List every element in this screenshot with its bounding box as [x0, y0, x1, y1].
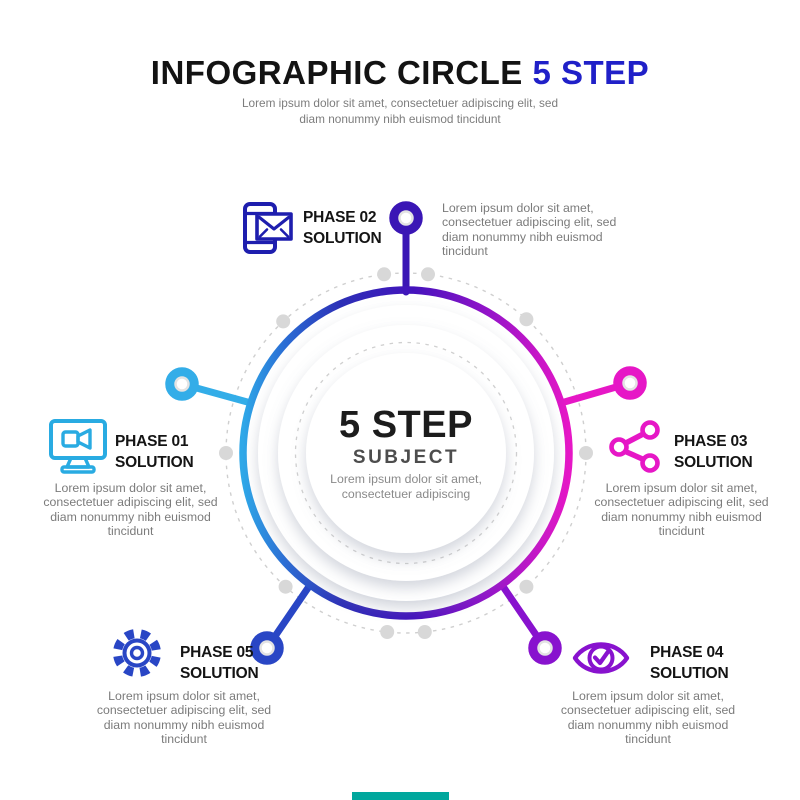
page-subtitle: Lorem ipsum dolor sit amet, consectetuer… — [241, 96, 559, 126]
page-title: INFOGRAPHIC CIRCLE 5 STEP — [0, 52, 800, 94]
node-phase-02 — [389, 201, 423, 235]
phase-01-label: PHASE 01 SOLUTION — [115, 431, 194, 473]
center-description: Lorem ipsum dolor sit amet, consectetuer… — [330, 472, 482, 501]
node-phase-01 — [165, 367, 199, 401]
phase-03-title: SOLUTION — [674, 454, 753, 471]
phase-04-number: PHASE 04 — [650, 644, 724, 661]
phase-04-title: SOLUTION — [650, 665, 729, 682]
center-title: 5 STEP — [339, 404, 473, 446]
phase-nodes — [165, 201, 647, 665]
center-subtitle: SUBJECT — [352, 447, 460, 468]
phase-05-title: SOLUTION — [180, 665, 259, 682]
mobile-mail-icon — [243, 202, 293, 254]
phase-01-title: SOLUTION — [115, 454, 194, 471]
phase-03-description: Lorem ipsum dolor sit amet, consectetuer… — [594, 481, 769, 539]
center-disc — [306, 353, 506, 553]
page-title-accent: 5 STEP — [532, 54, 650, 91]
phase-01-number: PHASE 01 — [115, 433, 189, 450]
phase-05-number: PHASE 05 — [180, 644, 254, 661]
footer-bar — [352, 792, 449, 800]
phase-02-label: PHASE 02 SOLUTION — [303, 207, 382, 249]
phase-04-description: Lorem ipsum dolor sit amet, consectetuer… — [560, 689, 736, 747]
node-phase-04 — [528, 631, 562, 665]
phase-04-label: PHASE 04 SOLUTION — [650, 642, 729, 684]
node-phase-03 — [613, 366, 647, 400]
phase-03-label: PHASE 03 SOLUTION — [674, 431, 753, 473]
gradient-ring — [239, 286, 573, 620]
node-phase-05 — [250, 631, 284, 665]
video-monitor-icon — [49, 419, 107, 474]
phase-03-number: PHASE 03 — [674, 433, 748, 450]
phase-01-description: Lorem ipsum dolor sit amet, consectetuer… — [43, 481, 218, 539]
inner-dashed-circle — [294, 341, 518, 565]
guide-dots — [219, 267, 593, 639]
page-title-main: INFOGRAPHIC CIRCLE — [150, 54, 523, 91]
gear-icon — [113, 629, 161, 677]
share-icon — [609, 420, 660, 473]
phase-02-title: SOLUTION — [303, 230, 382, 247]
phase-05-description: Lorem ipsum dolor sit amet, consectetuer… — [96, 689, 272, 747]
phase-05-label: PHASE 05 SOLUTION — [180, 642, 259, 684]
eye-check-icon — [572, 642, 630, 674]
phase-02-number: PHASE 02 — [303, 209, 377, 226]
phase-02-description: Lorem ipsum dolor sit amet, consectetuer… — [442, 201, 617, 259]
